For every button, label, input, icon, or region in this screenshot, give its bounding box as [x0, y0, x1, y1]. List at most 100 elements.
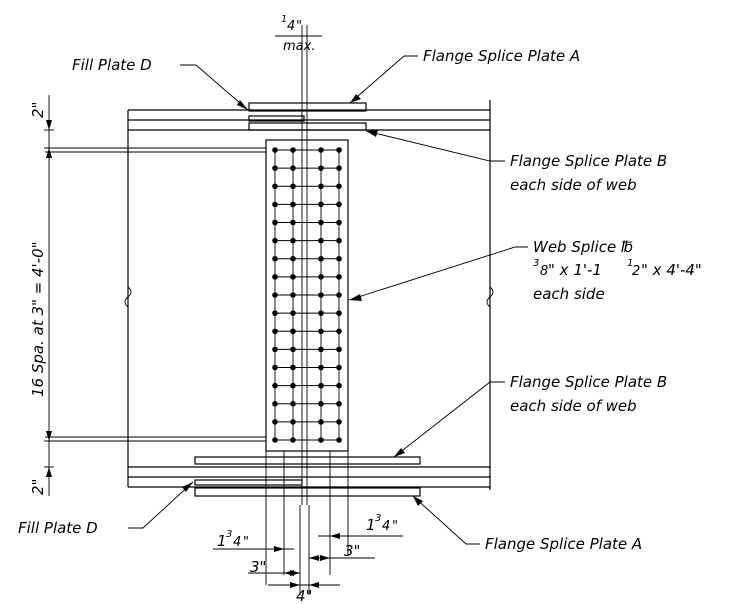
flange-splice-plate-b-bottom: [194, 456, 421, 465]
edge-right-num: 3: [375, 513, 381, 524]
bolt: [290, 382, 296, 389]
bolt: [318, 147, 324, 153]
bolt: [318, 165, 324, 171]
web-splice-dims-a: " x 1'-1: [548, 261, 602, 279]
bolt: [336, 437, 342, 443]
label-flange-a-bottom: Flange Splice Plate A: [412, 495, 642, 553]
bolt: [272, 165, 278, 171]
bolt: [272, 400, 278, 407]
bolt: [318, 400, 324, 407]
edge-right-unit: ": [392, 519, 398, 534]
flange-b-top-line1: Flange Splice Plate B: [510, 152, 667, 170]
web-splice-den: 8: [540, 264, 548, 279]
bolt: [336, 183, 342, 190]
bolt: [336, 201, 342, 208]
bolt: [336, 400, 342, 407]
bolt: [318, 382, 324, 389]
flange-a-bottom-text: Flange Splice Plate A: [485, 535, 642, 553]
bolt: [318, 437, 324, 443]
bolt: [290, 237, 296, 244]
bolt: [272, 346, 278, 353]
bolt: [336, 364, 342, 371]
pitch-right: 3": [344, 542, 360, 560]
edge-left-num: 3: [226, 529, 232, 540]
gap-den: 4: [287, 19, 295, 34]
bolt: [272, 310, 278, 316]
dimension-left: 2" 16 Spa. at 3" = 4'-0" 2": [29, 95, 54, 496]
flange-splice-plate-b-top: [248, 122, 367, 131]
bolt: [318, 310, 324, 316]
bolt: [272, 274, 278, 280]
flange-b-top-line2: each side of web: [510, 176, 637, 194]
flange-b-bottom-line1: Flange Splice Plate B: [510, 373, 667, 391]
bolt: [318, 346, 324, 353]
bolt: [336, 255, 342, 262]
gap-dimension-top: 1 4 " max.: [275, 14, 322, 54]
fill-plate-top-text: Fill Plate D: [72, 56, 152, 74]
bolt: [290, 437, 296, 443]
web-splice-dims-b: " x 4'-4": [641, 261, 702, 279]
bolt: [290, 310, 296, 316]
fill-plate-d-bottom: [194, 479, 303, 486]
edge-left-den: 4: [233, 535, 241, 550]
edge-right-whole: 1: [366, 516, 376, 534]
web-splice-frac-num: 1: [627, 258, 633, 269]
bolt: [272, 364, 278, 371]
girder-outline: [45, 100, 494, 490]
bolt: [318, 328, 324, 335]
bolt: [336, 419, 342, 425]
bolt: [272, 328, 278, 335]
fill-plate-bottom-text: Fill Plate D: [18, 519, 98, 537]
gap-num: 1: [281, 14, 287, 25]
bolt: [318, 201, 324, 208]
label-flange-b-top: Flange Splice Plate B each side of web: [365, 130, 667, 194]
bolt: [290, 364, 296, 371]
flange-a-top-text: Flange Splice Plate A: [423, 47, 580, 65]
bolt: [272, 292, 278, 298]
bolt: [336, 147, 342, 153]
bolt: [336, 346, 342, 353]
bolt-grid: [272, 147, 342, 443]
bolt: [290, 219, 296, 226]
bolt: [290, 201, 296, 208]
web-splice-line3: each side: [533, 285, 605, 303]
flange-b-bottom-line2: each side of web: [510, 397, 637, 415]
bolt: [272, 183, 278, 190]
bolt: [272, 237, 278, 244]
label-flange-b-bottom: Flange Splice Plate B each side of web: [393, 373, 667, 458]
bolt: [336, 274, 342, 280]
label-flange-a-top: Flange Splice Plate A: [349, 47, 580, 104]
bolt: [336, 165, 342, 171]
dim-bolt-spacing: 16 Spa. at 3" = 4'-0": [29, 241, 47, 397]
gap-max: max.: [283, 39, 315, 54]
pitch-left: 3": [250, 558, 266, 576]
bolt: [272, 201, 278, 208]
bolt: [272, 382, 278, 389]
gap-bottom: 4": [296, 587, 312, 604]
gap-unit: ": [296, 19, 302, 34]
bolt: [318, 292, 324, 298]
bolt: [318, 364, 324, 371]
bolt: [272, 437, 278, 443]
web-splice-line1: Web Splice ℔: [533, 238, 633, 256]
bolt: [290, 328, 296, 335]
edge-left-unit: ": [243, 535, 249, 550]
bolt: [318, 183, 324, 190]
web-splice-num: 3: [533, 258, 539, 269]
bolt: [336, 219, 342, 226]
bolt: [290, 292, 296, 298]
web-splice-frac-den: 2: [632, 264, 640, 279]
bolt: [272, 255, 278, 262]
bolt: [290, 255, 296, 262]
bolt: [318, 274, 324, 280]
bolt: [290, 400, 296, 407]
bolt: [290, 346, 296, 353]
edge-right-den: 4: [382, 519, 390, 534]
bolt: [336, 382, 342, 389]
bolt: [336, 310, 342, 316]
label-web-splice: Web Splice ℔ 3 8 " x 1'-1 1 2 " x 4'-4" …: [348, 238, 702, 303]
edge-left-whole: 1: [217, 532, 227, 550]
bolt: [290, 147, 296, 153]
bolt: [272, 419, 278, 425]
